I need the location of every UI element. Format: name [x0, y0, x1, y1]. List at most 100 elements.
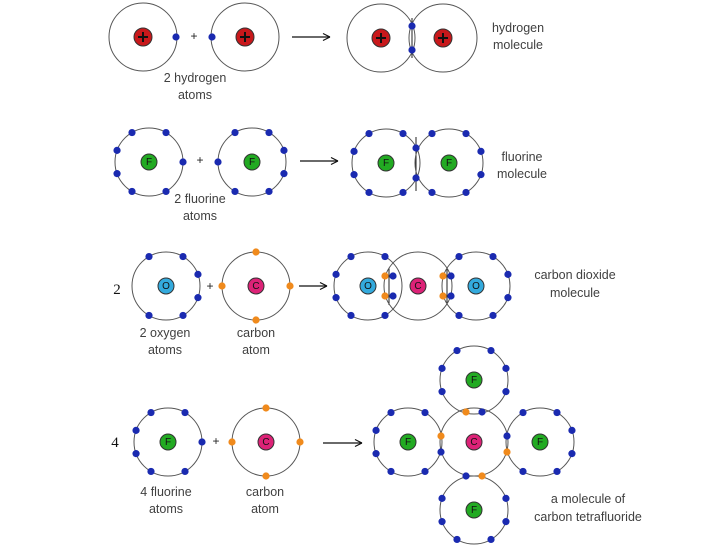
- cf4-fluorine-left-electron: [387, 467, 395, 476]
- carbon-tf-atom-electron: [228, 438, 236, 446]
- co2-carbon-shell: [383, 251, 453, 321]
- oxygen-atom-nucleus: [157, 277, 175, 295]
- oxygen-atom-electron: [145, 311, 153, 320]
- arrow-carbon-dioxide: [299, 281, 328, 291]
- cf4-fluorine-top-electron: [502, 364, 510, 372]
- cf4-fluorine-top-electron: [487, 346, 495, 355]
- fluorine-molecule-electron: [350, 171, 358, 179]
- cf4-carbon-label: C: [470, 437, 477, 448]
- fluorine-molecule-nucleus-left: [377, 154, 395, 172]
- cf4-fluorine-left-electron: [421, 408, 429, 417]
- carbon-tf-caption-line1: carbon: [246, 485, 284, 499]
- fluorine4-atom-electron: [147, 467, 155, 476]
- fluorine-atom-2-electron: [214, 158, 222, 166]
- co2-carbon-nucleus: [409, 277, 427, 295]
- co2-electron: [455, 252, 463, 261]
- cf4-shared-electron: [478, 408, 486, 416]
- cf4-fluorine-left-electron: [372, 426, 380, 434]
- co2-electron: [489, 311, 497, 320]
- co2-shared-electron: [381, 292, 389, 300]
- fluorine-atom-1-electron: [128, 187, 136, 196]
- cf4-shared-electron: [462, 408, 470, 416]
- co2-shared-electron: [389, 292, 397, 300]
- hydrogen-molecule-shell-right: [408, 3, 478, 73]
- co2-electron: [347, 252, 355, 261]
- carbon-dioxide-product-caption-line2: molecule: [550, 286, 600, 300]
- fluorine-atom-2-electron: [280, 170, 288, 178]
- cf4-fluorine-top-label: F: [471, 375, 477, 386]
- fluorine-molecule-electron: [428, 129, 436, 138]
- fluorine-product-caption-line2: molecule: [497, 167, 547, 181]
- cf4-fluorine-left-electron: [372, 450, 380, 458]
- co2-carbon-label: C: [414, 281, 421, 292]
- cf4-fluorine-bottom-electron: [438, 518, 446, 526]
- carbon-tetrafluoride-caption-line1: a molecule of: [551, 492, 626, 506]
- hydrogen-atom-1-electron: [172, 33, 180, 41]
- fluorine-atom-1-nucleus: [140, 153, 158, 171]
- plus-sign-hydrogen: +: [190, 29, 197, 43]
- arrow-carbon-tetrafluoride: [323, 438, 363, 448]
- hydrogen-molecule-plus-icon-left: [376, 33, 386, 43]
- co2-shared-electron: [447, 292, 455, 300]
- carbon-tf-atom-electron: [262, 472, 270, 480]
- fluorine4-atom-electron: [132, 450, 140, 458]
- cf4-shared-electron: [503, 448, 511, 456]
- hydrogen-atom-1-plus-icon: [138, 32, 148, 42]
- fluorine-atom-2-electron: [231, 187, 239, 196]
- fluorine4-atom-electron: [198, 438, 206, 446]
- co2-electron: [381, 252, 389, 261]
- plus-sign-carbon-dioxide: +: [206, 279, 213, 293]
- fluorine-atom-2-electron: [280, 146, 288, 154]
- cf4-shared-electron: [437, 448, 445, 456]
- co2-shared-electron: [389, 272, 397, 280]
- cf4-fluorine-bottom-label: F: [471, 505, 477, 516]
- carbon-tf-atom-electron: [262, 404, 270, 412]
- carbon-tetrafluoride-coefficient: 4: [111, 435, 119, 451]
- cf4-fluorine-right-shell: [505, 407, 575, 477]
- fluorine-atom-1-label: F: [146, 157, 152, 168]
- co2-electron: [504, 294, 512, 302]
- hydrogen-molecule-shell-left: [346, 3, 416, 73]
- oxygen-atom-electron: [179, 311, 187, 320]
- cf4-fluorine-right-label: F: [537, 437, 543, 448]
- carbon-atom-nucleus: [247, 277, 265, 295]
- fluorine-atom-2-electron: [265, 187, 273, 196]
- co2-electron: [489, 252, 497, 261]
- fluorine4-atom-nucleus: [159, 433, 177, 451]
- oxygen-atom-electron: [145, 252, 153, 261]
- fluorine-product-caption-line1: fluorine: [502, 150, 543, 164]
- carbon-tf-atom-electron: [296, 438, 304, 446]
- fluorine-atom-1-electron: [162, 187, 170, 196]
- hydrogen-molecule-electron: [408, 46, 416, 54]
- carbon-atom-electron: [252, 248, 260, 256]
- carbon-tf-caption-line2: atom: [251, 502, 279, 516]
- carbon-atom-electron: [252, 316, 260, 324]
- cf4-fluorine-right-electron: [553, 408, 561, 417]
- hydrogen-product-caption-line2: molecule: [493, 38, 543, 52]
- cf4-carbon-nucleus: [465, 433, 483, 451]
- carbon-atom-label: C: [252, 281, 259, 292]
- hydrogen-atom-2-plus-icon: [240, 32, 250, 42]
- carbon-dioxide-product-caption-line1: carbon dioxide: [534, 268, 615, 282]
- hydrogen-product-caption-line1: hydrogen: [492, 21, 544, 35]
- fluorine-atom-1-electron: [113, 146, 121, 154]
- arrow-hydrogen: [292, 32, 331, 42]
- cf4-fluorine-top-electron: [438, 388, 446, 396]
- cf4-fluorine-left-electron: [387, 408, 395, 417]
- cf4-fluorine-bottom-electron: [502, 518, 510, 526]
- hydrogen-atom-2-electron: [208, 33, 216, 41]
- fluorine-molecule-electron: [462, 129, 470, 138]
- co2-electron: [332, 294, 340, 302]
- fluorine4-atom-electron: [181, 408, 189, 417]
- hydrogen-reactant-caption-line2: atoms: [178, 88, 212, 102]
- cf4-fluorine-right-electron: [568, 426, 576, 434]
- cf4-fluorine-left-nucleus: [399, 433, 417, 451]
- cf4-fluorine-right-electron: [519, 467, 527, 476]
- fluorine-atom-1-electron: [128, 128, 136, 137]
- cf4-fluorine-bottom-electron: [453, 535, 461, 544]
- fluorine-atom-1-electron: [162, 128, 170, 137]
- oxygen-caption-line1: 2 oxygen: [140, 326, 191, 340]
